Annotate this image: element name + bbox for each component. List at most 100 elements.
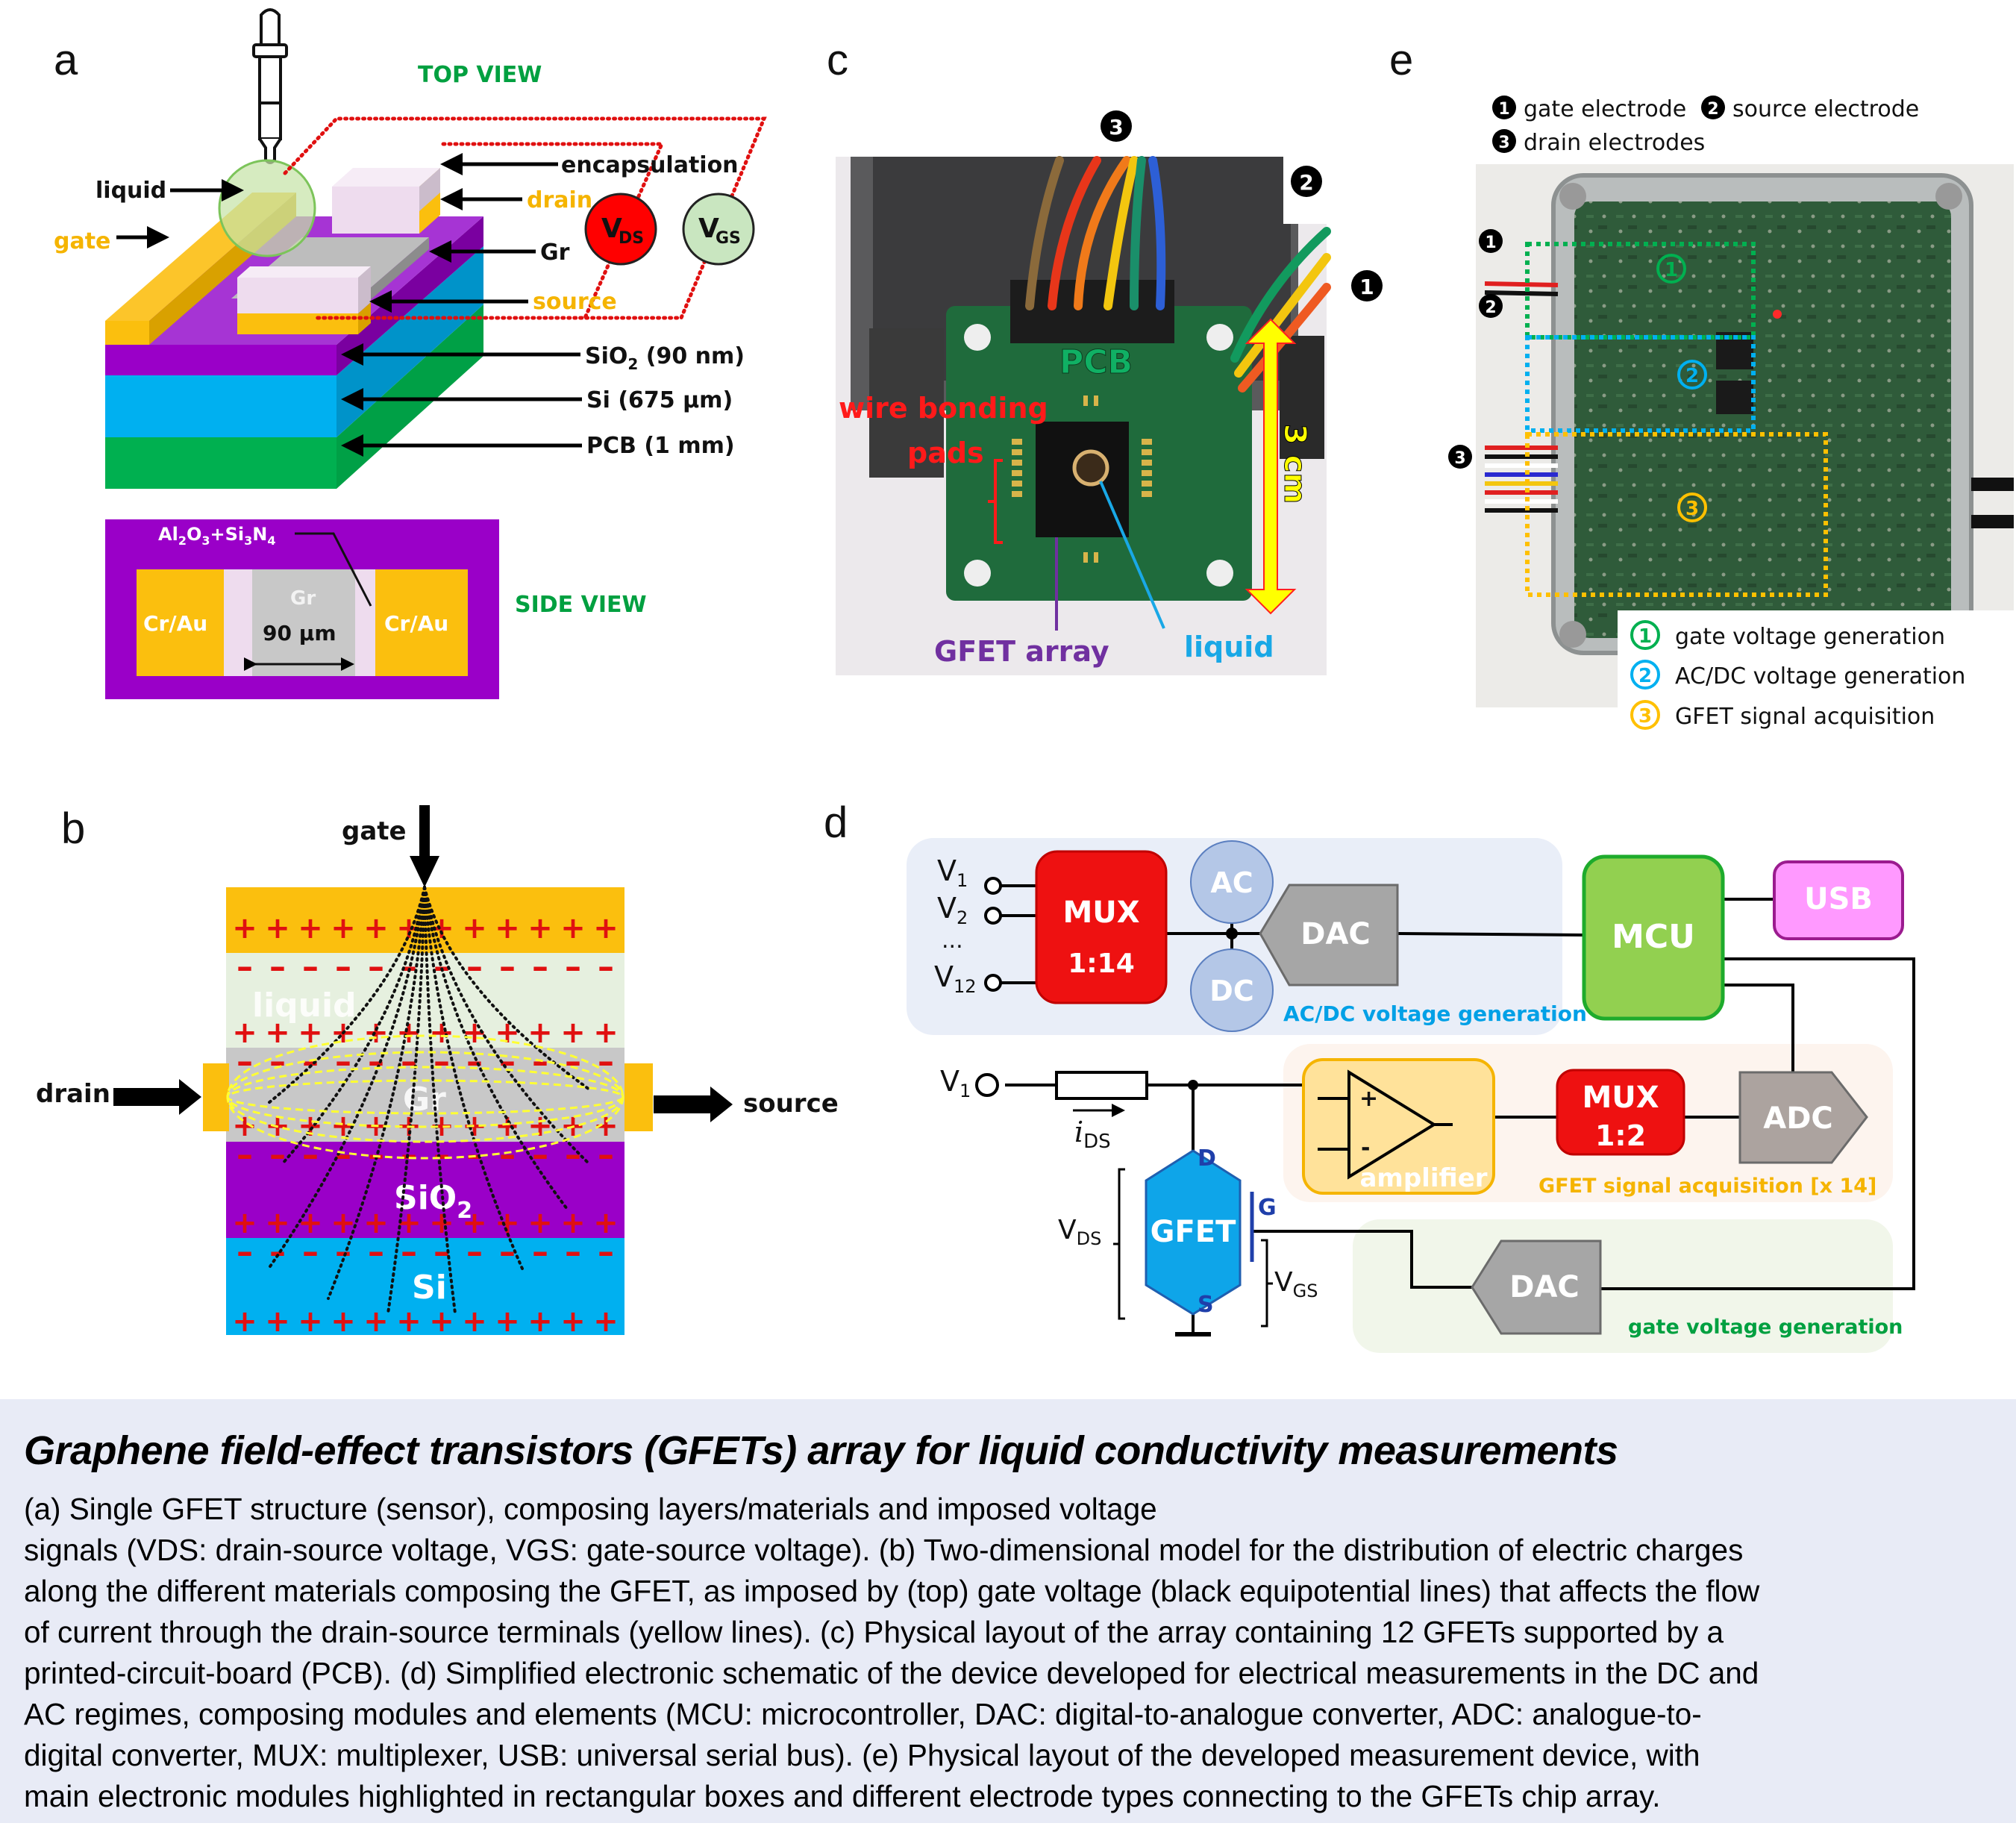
source-encapsulation-side xyxy=(358,266,371,313)
panel-letter-a: a xyxy=(54,36,78,84)
svg-text:-: - xyxy=(1361,1135,1370,1161)
gfet-gate-pin: G xyxy=(1258,1195,1277,1221)
negative-charge: – xyxy=(335,1136,351,1174)
side-view-encapsulation-right xyxy=(355,569,375,676)
panel-letter-b: b xyxy=(61,804,85,853)
vgs-bracket xyxy=(1261,1239,1273,1328)
usb-block: USB xyxy=(1773,860,1904,940)
dc-node: DC xyxy=(1190,948,1274,1032)
positive-charge: + xyxy=(298,911,323,945)
equipotential-lines xyxy=(267,886,591,1315)
positive-charge: + xyxy=(396,1304,422,1339)
drain-contact xyxy=(203,1063,229,1131)
equipotential-line xyxy=(423,886,457,1315)
side-view: Al2O3+Si3N4 Cr/Au Cr/Au Gr 90 µm xyxy=(105,519,499,699)
negative-charge: – xyxy=(237,948,253,986)
positive-charge: + xyxy=(528,911,553,945)
caption-line: of current through the drain-source term… xyxy=(24,1615,1724,1649)
svg-text:1:14: 1:14 xyxy=(1068,948,1135,979)
sio2-layer-front xyxy=(105,345,336,375)
vds-label: VDS xyxy=(1058,1215,1101,1249)
svg-text:1: 1 xyxy=(1485,234,1496,252)
label-si: Si (675 µm) xyxy=(586,387,733,413)
label-graphene: Gr xyxy=(540,240,570,266)
negative-charge: – xyxy=(269,1136,286,1174)
negative-charge: – xyxy=(302,948,319,986)
panel-e: e 1 gate electrode 2 source electrode 3 … xyxy=(1389,36,2014,730)
module-legend: 1 gate voltage generation 2 AC/DC voltag… xyxy=(1618,610,2014,730)
positive-charge: + xyxy=(429,1016,454,1050)
side-view-encapsulation-label: Al2O3+Si3N4 xyxy=(158,524,276,548)
panel-d: d V1 xyxy=(824,798,1915,1353)
pipette-icon xyxy=(252,8,288,164)
pads-label: pads xyxy=(907,437,984,469)
source-arrow-shaft xyxy=(654,1095,710,1113)
v1-terminal: V1 xyxy=(940,1065,999,1101)
svg-text:3: 3 xyxy=(1109,115,1123,140)
drain-label: drain xyxy=(36,1079,110,1109)
junction-dot xyxy=(1226,928,1238,939)
positive-charge: + xyxy=(298,1016,323,1050)
negative-charge: – xyxy=(598,1042,614,1081)
negative-charge: – xyxy=(565,1233,581,1271)
mcu-block: MCU xyxy=(1582,854,1725,1021)
side-view-label: SIDE VIEW xyxy=(515,592,647,618)
pads-bracket xyxy=(988,459,1003,544)
caption-title: Graphene field-effect transistors (GFETs… xyxy=(24,1428,1618,1473)
positive-charge: + xyxy=(495,1304,520,1339)
ac-node: AC xyxy=(1190,840,1274,924)
negative-charge: – xyxy=(237,1233,253,1271)
panel-a: a TOP VIEW xyxy=(54,8,767,699)
svg-text:3: 3 xyxy=(1685,498,1699,520)
equipotential-line xyxy=(327,886,426,1300)
label-sio2: SiO2 (90 nm) xyxy=(585,343,745,373)
positive-charge: + xyxy=(462,911,487,945)
vgs-source: V GS xyxy=(682,193,755,266)
positive-charge: + xyxy=(560,911,586,945)
caption-line: digital converter, MUX: multiplexer, USB… xyxy=(24,1738,1700,1772)
equipotential-line xyxy=(423,886,569,1210)
liquid-label: liquid xyxy=(1184,631,1274,663)
caption-line: main electronic modules highlighted in r… xyxy=(24,1779,1661,1813)
vgs-subscript: GS xyxy=(716,229,741,248)
panel-letter-d: d xyxy=(824,798,848,847)
caption-line: printed-circuit-board (PCB). (d) Simplif… xyxy=(24,1656,1759,1690)
positive-charge: + xyxy=(298,1304,323,1339)
adc-block: ADC xyxy=(1738,1071,1868,1164)
gate-group-panel xyxy=(1353,1219,1893,1353)
scale-label: 3 cm xyxy=(1277,424,1312,504)
positive-charge: + xyxy=(495,911,520,945)
acdc-group-label: AC/DC voltage generation xyxy=(1283,1001,1587,1026)
negative-charge: – xyxy=(368,948,384,986)
vgs-symbol: V xyxy=(698,213,719,244)
gfet-symbol: GFET D G S xyxy=(1145,1145,1277,1318)
side-view-width-label: 90 µm xyxy=(263,621,336,645)
positive-charge: + xyxy=(298,1109,323,1143)
negative-charge: – xyxy=(433,1233,450,1271)
vgs-label: VGS xyxy=(1274,1267,1318,1301)
side-markers: 1 2 3 xyxy=(1448,229,1503,469)
marker-3: 3 xyxy=(1101,110,1132,142)
drain-arrow-shaft xyxy=(113,1088,179,1106)
drain-encapsulation-front xyxy=(332,187,419,234)
module-boxes xyxy=(1525,242,1828,597)
input-v2: V2 xyxy=(937,892,968,928)
liquid-pointer xyxy=(1099,481,1165,629)
svg-text:1: 1 xyxy=(1665,259,1678,281)
caption-line: (a) Single GFET structure (sensor), comp… xyxy=(24,1492,1157,1526)
svg-text:2: 2 xyxy=(1685,365,1699,387)
legend-gate-electrode: gate electrode xyxy=(1524,96,1686,122)
legend-gate-voltage: gate voltage generation xyxy=(1675,624,1945,650)
module-marker-1: 1 xyxy=(1656,254,1686,284)
svg-text:2: 2 xyxy=(1707,100,1718,119)
label-encapsulation: encapsulation xyxy=(561,152,739,178)
svg-text:GFET: GFET xyxy=(1151,1215,1236,1249)
svg-text:3: 3 xyxy=(1454,449,1465,468)
equipotential-line xyxy=(281,886,426,1166)
label-source: source xyxy=(533,289,617,315)
positive-charge: + xyxy=(528,1304,553,1339)
negative-charge: – xyxy=(598,948,614,986)
side-view-electrode-left xyxy=(137,569,224,676)
positive-charge: + xyxy=(528,1109,553,1143)
negative-charge: – xyxy=(466,1042,483,1081)
